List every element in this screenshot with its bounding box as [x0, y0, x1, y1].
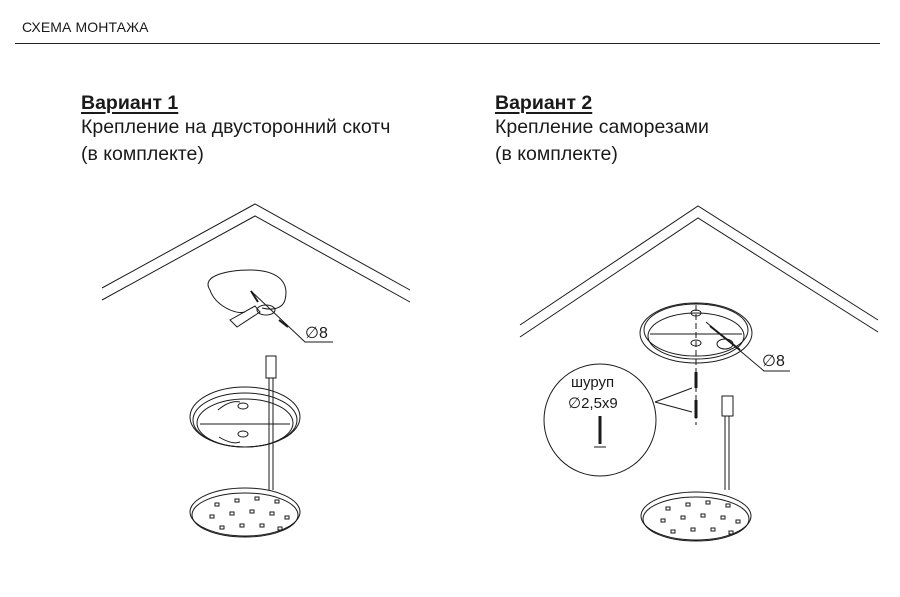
- ceiling-corner-1: [101, 203, 411, 303]
- variant-2-description: Крепление саморезами (в комплекте): [495, 114, 709, 168]
- page-header-title: СХЕМА МОНТАЖА: [22, 19, 149, 35]
- variant-1-line1: Крепление на двусторонний скотч: [81, 116, 391, 138]
- dimension-label-2: ∅8: [762, 353, 785, 370]
- dimension-label-1: ∅8: [305, 325, 328, 342]
- variant-1-description: Крепление на двусторонний скотч (в компл…: [81, 114, 390, 168]
- mounting-holder-1: [189, 386, 301, 448]
- connector-cable-2: [721, 395, 734, 490]
- screw-size-label: ∅2,5x9: [568, 395, 618, 412]
- led-dots: [209, 496, 741, 535]
- led-light-1: [189, 487, 301, 538]
- ceiling-corner-2: [519, 205, 879, 338]
- dimension-leader-2: [705, 321, 790, 372]
- variant-2-title: Вариант 2: [495, 92, 593, 114]
- led-light-2: [640, 491, 752, 542]
- dimension-leader-1: [250, 290, 333, 343]
- adhesive-tape-disc: [207, 269, 287, 328]
- variant-1-line2: (в комплекте): [81, 143, 204, 165]
- variant-2-line2: (в комплекте): [495, 143, 618, 165]
- screw-label: шуруп: [571, 374, 614, 391]
- screw-callout: [543, 363, 693, 477]
- variant-1-title: Вариант 1: [81, 92, 179, 114]
- connector-cable-1: [265, 355, 277, 490]
- header-divider: [15, 43, 880, 44]
- variant-2-line1: Крепление саморезами: [495, 116, 709, 138]
